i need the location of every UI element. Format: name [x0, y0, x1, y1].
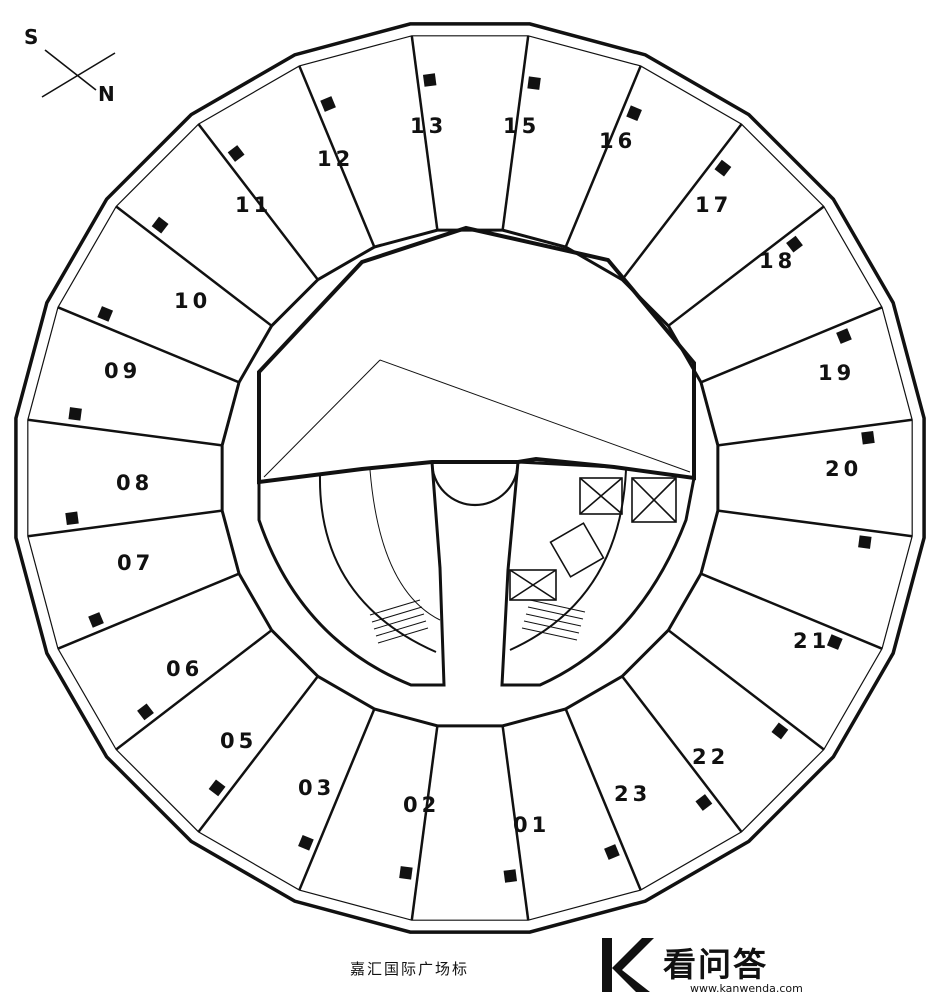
unit-label-17: 17	[695, 193, 732, 217]
unit-label-02: 02	[403, 793, 440, 817]
column	[503, 869, 518, 883]
unit-label-13: 13	[410, 114, 447, 138]
partition-wall	[717, 509, 913, 538]
partition-wall	[667, 629, 825, 751]
central-core	[257, 225, 696, 687]
column	[786, 235, 803, 253]
column	[65, 511, 79, 526]
partition-wall	[700, 306, 883, 384]
partition-wall	[197, 675, 319, 833]
column	[527, 76, 541, 90]
partition-wall	[564, 65, 642, 248]
plan-caption: 嘉汇国际广场标	[350, 960, 470, 978]
partition-wall	[197, 123, 319, 281]
unit-partition-walls	[27, 35, 913, 921]
kanwenda-logo-icon	[602, 938, 654, 992]
unit-label-15: 15	[503, 114, 540, 138]
partition-wall	[410, 725, 439, 921]
partition-wall	[115, 629, 273, 751]
column	[208, 779, 226, 797]
partition-wall	[717, 418, 913, 447]
column	[298, 834, 314, 851]
column	[861, 430, 875, 445]
compass-south-label: S	[24, 25, 38, 49]
unit-label-20: 20	[825, 457, 862, 481]
structural-columns	[65, 73, 875, 883]
outer-wall-inner-line	[27, 35, 913, 921]
unit-labels: 01 02 03 05 06 07 08 09 10 11 12 13 15 1…	[104, 114, 862, 837]
unit-label-19: 19	[818, 361, 855, 385]
partition-wall	[501, 35, 530, 231]
column	[771, 722, 789, 740]
column	[714, 159, 732, 177]
unit-label-18: 18	[759, 249, 796, 273]
unit-label-08: 08	[116, 471, 153, 495]
column	[68, 407, 82, 421]
unit-label-07: 07	[117, 551, 154, 575]
column	[137, 703, 154, 721]
column	[626, 105, 642, 122]
column	[422, 73, 437, 87]
unit-label-01: 01	[513, 813, 550, 837]
watermark-brand: 看问答	[663, 945, 768, 984]
column	[320, 96, 336, 112]
watermark-url: www.kanwenda.com	[690, 982, 803, 995]
unit-label-10: 10	[174, 289, 211, 313]
unit-label-06: 06	[166, 657, 203, 681]
unit-label-11: 11	[235, 193, 272, 217]
compass-north-label: N	[98, 82, 115, 106]
partition-wall	[27, 418, 223, 447]
unit-label-12: 12	[317, 147, 354, 171]
outer-wall	[14, 22, 926, 934]
elevator-cars	[509, 477, 677, 601]
unit-label-03: 03	[298, 776, 335, 800]
partition-wall	[700, 572, 883, 650]
column	[836, 328, 852, 344]
watermark-logo: 看问答 www.kanwenda.com	[598, 934, 828, 996]
partition-wall	[57, 306, 240, 384]
unit-label-05: 05	[220, 729, 257, 753]
partition-wall	[621, 675, 743, 833]
partition-wall	[298, 65, 376, 248]
partition-wall	[298, 708, 376, 891]
unit-label-09: 09	[104, 359, 141, 383]
unit-label-22: 22	[692, 745, 729, 769]
partition-wall	[501, 725, 530, 921]
partition-wall	[27, 509, 223, 538]
partition-wall	[667, 205, 825, 327]
partition-wall	[57, 572, 240, 650]
stairs	[369, 599, 586, 644]
column	[604, 844, 620, 860]
column	[826, 634, 843, 650]
unit-label-23: 23	[614, 782, 651, 806]
column	[399, 866, 413, 880]
compass: S N	[24, 25, 116, 106]
column	[695, 794, 713, 811]
unit-label-21: 21	[793, 629, 830, 653]
column	[227, 145, 245, 162]
partition-wall	[621, 123, 743, 281]
unit-label-16: 16	[599, 129, 636, 153]
partition-wall	[410, 35, 439, 231]
column	[151, 216, 169, 234]
partition-wall	[115, 205, 273, 327]
partition-wall	[564, 708, 642, 891]
column	[858, 535, 872, 549]
column	[88, 612, 104, 628]
column	[97, 306, 114, 322]
